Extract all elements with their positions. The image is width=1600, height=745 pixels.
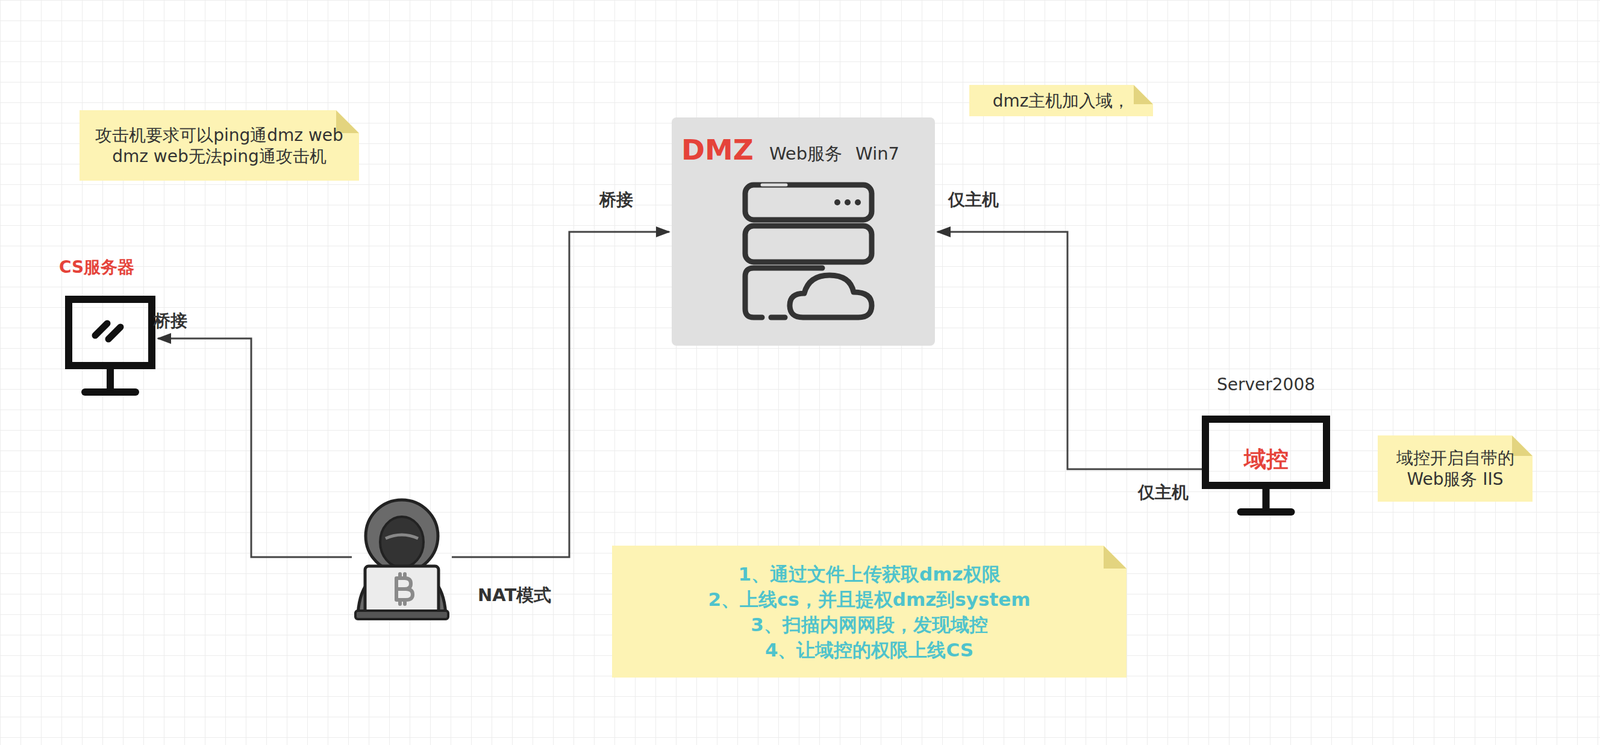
dmz-server-box: DMZ Web服务 Win7: [671, 117, 935, 346]
node-heading: CS服务器: [59, 256, 135, 279]
note-text: 域控开启自带的 Web服务 IIS: [1386, 447, 1525, 490]
attacker-node: NAT模式: [351, 492, 452, 621]
sticky-note: dmz主机加入域，: [969, 84, 1154, 117]
hacker-icon: [351, 492, 452, 621]
dmz-heading-row: DMZ Web服务 Win7: [681, 133, 900, 167]
monitor-icon: [65, 295, 156, 405]
node-heading: Server2008: [1201, 374, 1331, 395]
zone-subtitle: Web服务: [769, 142, 843, 167]
node-caption: NAT模式: [477, 583, 552, 608]
steps-note: 1、通过文件上传获取dmz权限2、上线cs，并且提权dmz到system3、扫描…: [612, 545, 1127, 678]
step-text: 2、上线cs，并且提权dmz到system: [707, 586, 1031, 613]
connector: [937, 231, 1202, 470]
zone-subtitle: Win7: [855, 143, 900, 164]
monitor-node: CS服务器: [65, 256, 156, 384]
edge-label: 仅主机: [948, 188, 999, 212]
sticky-note: 攻击机要求可以ping通dmz web dmz web无法ping通攻击机: [79, 110, 360, 181]
zone-title: DMZ: [681, 133, 754, 167]
note-fold: [1512, 435, 1533, 457]
note-text: 攻击机要求可以ping通dmz web dmz web无法ping通攻击机: [87, 124, 351, 167]
step-text: 3、扫描内网网段，发现域控: [750, 612, 988, 638]
step-text: 1、通过文件上传获取dmz权限: [737, 561, 1000, 587]
monitor-node: Server2008 域控: [1201, 374, 1331, 527]
note-fold: [1103, 545, 1127, 569]
connector: [451, 231, 670, 558]
note-fold: [1133, 84, 1154, 105]
edge-label: 桥接: [599, 188, 634, 212]
screen-text: 域控: [1201, 448, 1331, 471]
network-label: 仅主机: [1137, 481, 1189, 505]
edge-label: 桥接: [153, 309, 188, 333]
step-text: 4、让域控的权限上线CS: [765, 637, 974, 663]
note-text: dmz主机加入域，: [992, 90, 1131, 112]
sticky-note: 域控开启自带的 Web服务 IIS: [1377, 435, 1533, 502]
connector: [157, 338, 352, 558]
